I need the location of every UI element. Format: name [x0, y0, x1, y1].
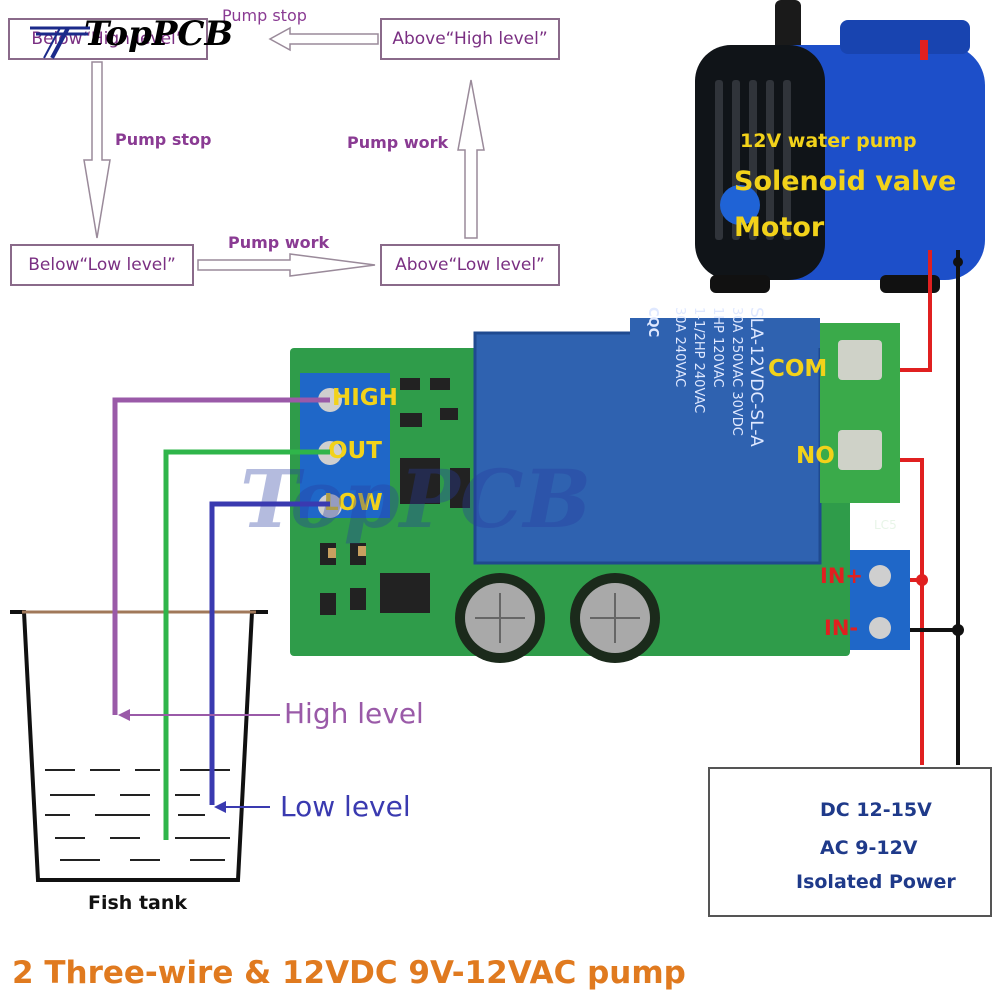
pump-illustration: [695, 0, 985, 293]
flow-label-bottom: Pump work: [228, 233, 330, 252]
flow-box-below-low-text: Below“Low level”: [28, 255, 176, 275]
pin-out-label: OUT: [328, 438, 382, 464]
water-pump: 12V water pump Solenoid valve Motor: [680, 0, 1000, 300]
flow-arrows: [83, 26, 485, 277]
flow-box-above-low-text: Above“Low level”: [395, 255, 545, 275]
flow-box-above-high-text: Above“High level”: [392, 29, 548, 49]
power-supply-box: DC 12-15V AC 9-12V Isolated Power: [708, 767, 992, 917]
flow-box-above-low: Above“Low level”: [380, 244, 560, 286]
flow-label-right: Pump work: [347, 133, 449, 152]
flow-label-top: Pump stop: [222, 6, 307, 25]
flow-arrow-bottom: [197, 253, 376, 277]
power-line-2: AC 9-12V: [820, 837, 918, 859]
pin-high-label: HIGH: [332, 385, 398, 411]
low-level-label: Low level: [280, 790, 411, 823]
flow-box-above-high: Above“High level”: [380, 18, 560, 60]
terminal-in-pos-label: IN+: [820, 564, 863, 588]
flow-box-below-high: Below“High level”: [8, 18, 208, 60]
watermark: TopPCB: [240, 452, 592, 546]
board-label: LC5: [874, 518, 897, 532]
flow-arrow-top: [268, 26, 379, 52]
footer-caption: 2 Three-wire & 12VDC 9V-12VAC pump: [12, 955, 686, 991]
pump-label-1: 12V water pump: [740, 130, 917, 152]
power-line-3: Isolated Power: [796, 871, 956, 893]
board-illustration: [290, 318, 910, 663]
water-lines: [45, 769, 230, 861]
power-line-1: DC 12-15V: [820, 799, 932, 821]
fish-tank-caption: Fish tank: [88, 892, 188, 914]
flow-label-left: Pump stop: [115, 130, 212, 149]
relay-board: SLA-12VDC-SL-A 30A 250VAC 30VDC 1HP 120V…: [290, 307, 910, 663]
pump-label-3: Motor: [734, 212, 825, 243]
terminal-com-label: COM: [768, 356, 828, 382]
pin-low-label: LOW: [324, 490, 383, 516]
flow-arrow-right: [457, 79, 485, 239]
high-level-label: High level: [284, 697, 424, 730]
logo-text: TopPCB: [84, 14, 234, 54]
logo-icon: [30, 26, 90, 59]
flow-box-below-low: Below“Low level”: [10, 244, 194, 286]
pump-label-2: Solenoid valve: [734, 166, 957, 197]
terminal-no-label: NO: [796, 443, 835, 469]
flow-arrow-left: [83, 61, 111, 239]
terminal-in-neg-label: IN-: [824, 616, 859, 640]
fish-tank: [10, 610, 268, 882]
